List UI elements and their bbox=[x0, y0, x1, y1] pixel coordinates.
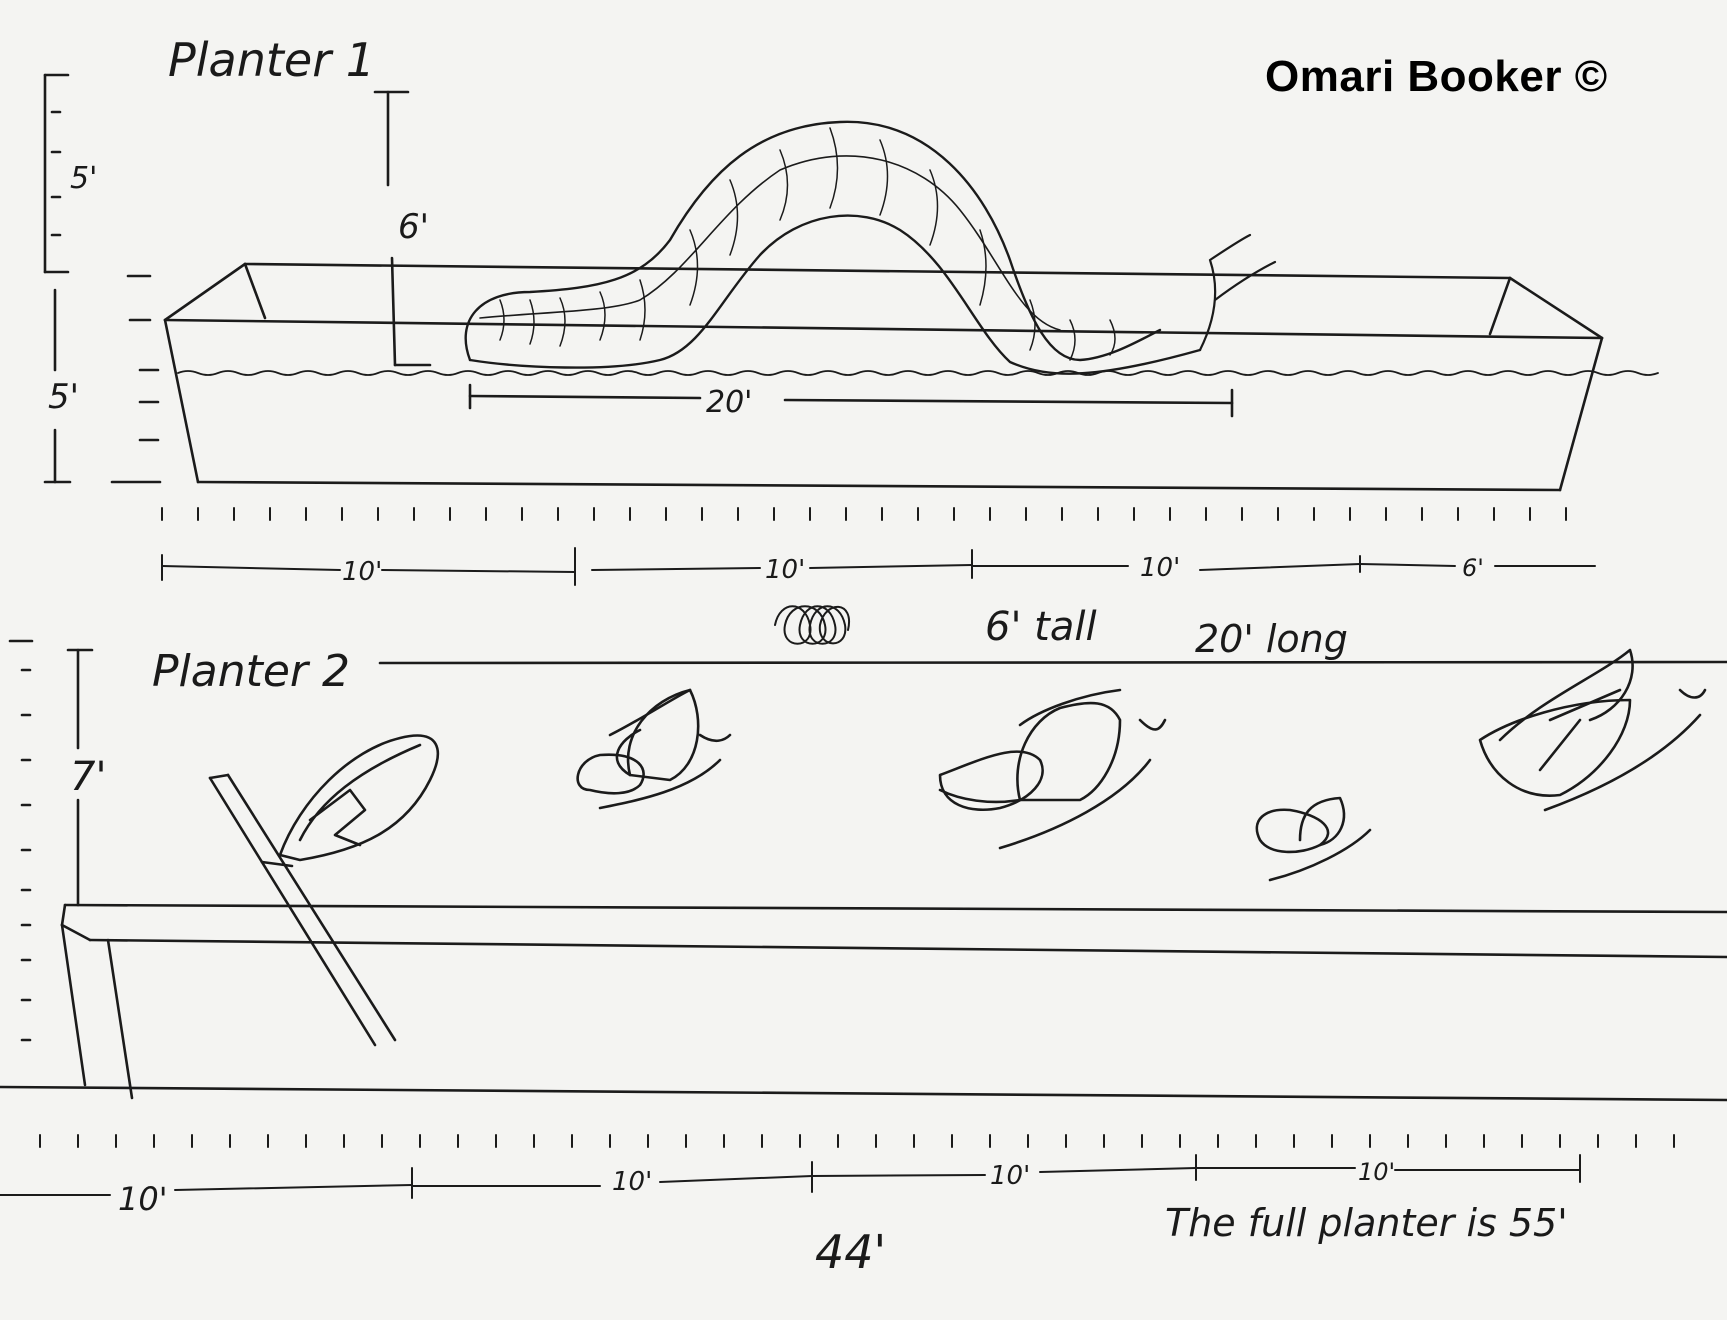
planter2-segment-1: 10' bbox=[118, 1180, 168, 1218]
planter1-height-top-label: 5' bbox=[70, 161, 97, 196]
sculpture-height-marker bbox=[373, 90, 432, 367]
scribble-mark bbox=[774, 605, 851, 645]
planter1-ruler bbox=[161, 507, 1596, 586]
butterfly-sculpture-4 bbox=[1478, 648, 1707, 812]
leaf-paddle-sculpture bbox=[208, 734, 439, 1047]
snake-sculpture bbox=[464, 120, 1277, 375]
planter2-ruler bbox=[0, 1134, 1675, 1199]
planter2-total-marked: 44' bbox=[815, 1225, 886, 1279]
planter2-segment-3: 10' bbox=[990, 1161, 1030, 1191]
caption-height: 6' tall bbox=[985, 604, 1097, 650]
caption-length: 20' long bbox=[1195, 617, 1348, 661]
butterfly-sculpture-3 bbox=[1255, 796, 1372, 882]
planter1-segment-3: 10' bbox=[1140, 553, 1180, 583]
planter2-segment-4: 10' bbox=[1358, 1158, 1395, 1186]
planter2-height-scale bbox=[8, 639, 94, 1042]
planter1-segment-1: 10' bbox=[342, 557, 382, 587]
planter1-box bbox=[163, 262, 1659, 492]
planter2-segment-2: 10' bbox=[612, 1167, 652, 1197]
copyright-notice: Omari Booker © bbox=[1265, 52, 1608, 101]
butterfly-sculpture-2 bbox=[938, 688, 1167, 850]
planter2-title: Planter 2 bbox=[152, 646, 350, 697]
planter1-height-scale bbox=[43, 73, 162, 484]
sculpture-length-label: 20' bbox=[706, 385, 752, 420]
planter2-height-label: 7' bbox=[70, 754, 106, 800]
butterfly-sculpture-1 bbox=[576, 688, 732, 810]
planter2-full-length-note: The full planter is 55' bbox=[1165, 1201, 1568, 1245]
sculpture-length-dimension bbox=[468, 383, 1234, 418]
planter1-height-bottom-label: 5' bbox=[48, 377, 79, 417]
planter1-segment-2: 10' bbox=[765, 555, 805, 585]
planter1-title: Planter 1 bbox=[168, 33, 375, 87]
planter2-box bbox=[0, 660, 1727, 1102]
planter1-segment-4: 6' bbox=[1462, 554, 1484, 582]
sculpture-height-label: 6' bbox=[398, 207, 429, 247]
